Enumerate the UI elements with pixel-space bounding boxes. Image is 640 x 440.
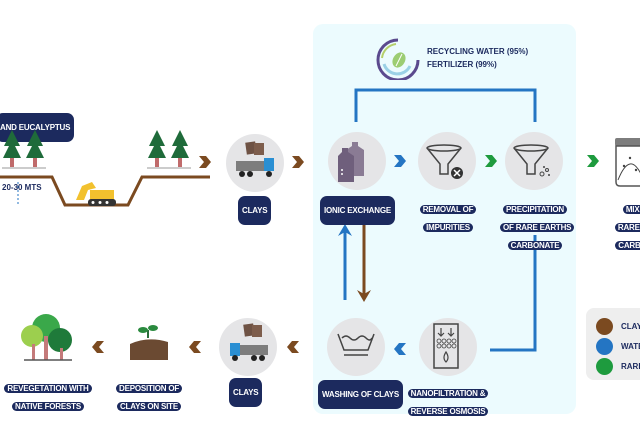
legend-item-clays: CLAYS [596,318,640,335]
funnel-precipitate-icon [513,144,550,177]
recycling-stats: RECYCLING WATER (95%) FERTILIZER (99%) [427,45,528,71]
legend-dot-rare-earths [596,358,613,375]
deposition-label: DEPOSITION OF CLAYS ON SITE [116,375,183,420]
mixed-label-line: RARE EAR [614,223,640,232]
precipitation-circle [505,132,563,190]
legend-label: CLAYS [621,322,640,331]
depth-label: 20-30 MTS [2,183,42,192]
washing-basin-icon [337,333,375,356]
legend-dot-clays [596,318,613,335]
funnel-remove-icon [426,144,463,179]
nanofiltration-circle [419,318,477,376]
chevron-right-icon [394,155,406,167]
nanofiltration-label-line: NANOFILTRATION & [407,389,489,398]
ionic-exchange-label-text: IONIC EXCHANGE [324,206,391,215]
osmosis-filter-icon [433,323,459,369]
clays-label-bottom-text: CLAYS [233,388,259,397]
legend: CLAYS WATER RARE E [586,308,640,380]
washing-circle [327,318,385,376]
rare-earth-jar-icon [615,138,640,187]
legend-label: WATER [621,342,640,351]
clays-label-top: CLAYS [238,196,272,225]
clay-truck-reverse-icon [230,323,268,361]
forest-label-text: AND EUCALYPTUS [0,123,71,132]
precipitation-label-line: CARBONATE [507,241,563,250]
deposition-label-line: DEPOSITION OF [116,384,183,393]
fertilizer-text: FERTILIZER (99%) [427,60,497,69]
chevron-right-icon [199,156,211,168]
removal-label: REMOVAL OF IMPURITIES [418,196,478,241]
removal-label-line: IMPURITIES [423,223,473,232]
mixed-carbonate-label: MIXED RARE EAR CARBONA [608,196,640,259]
revegetation-label-line: NATIVE FORESTS [12,402,84,411]
removal-circle [418,132,476,190]
recycling-water-text: RECYCLING WATER (95%) [427,47,529,56]
native-forest-icon [21,314,72,361]
clay-truck-icon [236,141,274,177]
ionic-exchange-label: IONIC EXCHANGE [320,196,395,225]
chevron-left-icon [287,341,299,353]
washing-label-text: WASHING OF CLAYS [322,390,399,399]
mixed-label-line: MIXED [622,205,640,214]
deposition-label-line: CLAYS ON SITE [116,402,181,411]
legend-item-water: WATER [596,338,640,355]
chevron-right-icon [485,155,497,167]
pine-trees-left-icon [2,130,46,169]
soil-sprout-icon [130,325,168,360]
chevron-left-icon [92,341,104,353]
clays-label-top-text: CLAYS [242,206,268,215]
circular-leaf-logo-icon [376,38,420,80]
legend-item-rare-earths: RARE E [596,358,640,375]
nanofiltration-label-line: REVERSE OSMOSIS [407,407,489,416]
precipitation-label: PRECIPITATION OF RARE EARTHS CARBONATE [500,196,575,259]
water-loop-top [354,88,537,122]
mixed-label-line: CARBONA [615,241,640,250]
chevron-left-icon [189,341,201,353]
ionic-exchange-tanks-icon [338,142,364,182]
chevron-right-icon [587,155,599,167]
chevron-left-icon [394,343,406,355]
precipitation-label-line: OF RARE EARTHS [500,223,575,232]
water-return-line [490,235,537,352]
clays-label-bottom: CLAYS [229,378,263,407]
legend-dot-water [596,338,613,355]
revegetation-label: REVEGETATION WITH NATIVE FORESTS [2,375,94,420]
nanofiltration-label: NANOFILTRATION & REVERSE OSMOSIS [405,380,491,425]
precipitation-label-line: PRECIPITATION [503,205,567,214]
excavator-icon [76,182,116,206]
washing-label: WASHING OF CLAYS [318,380,403,409]
removal-label-line: REMOVAL OF [419,205,477,214]
revegetation-label-line: REVEGETATION WITH [4,384,92,393]
chevron-right-icon [292,156,304,168]
pine-trees-right-icon [147,130,191,169]
legend-label: RARE E [621,362,640,371]
